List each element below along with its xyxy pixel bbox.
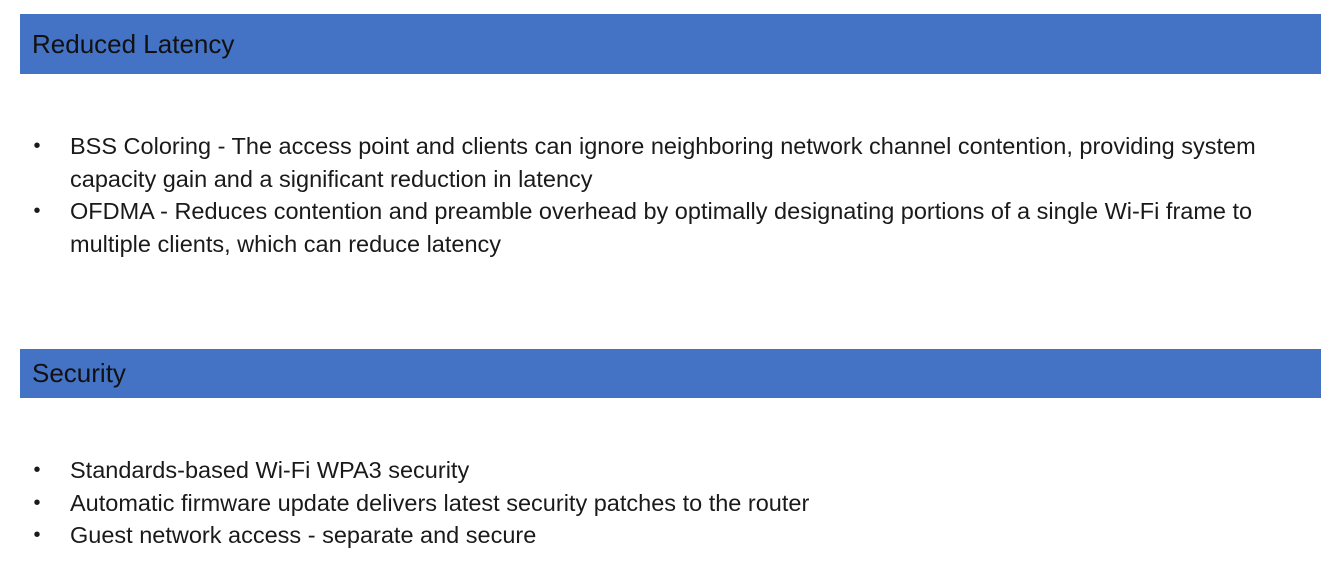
section-header-reduced-latency: Reduced Latency xyxy=(20,14,1321,74)
list-item-text: Guest network access - separate and secu… xyxy=(70,522,537,548)
list-item-text: Automatic firmware update delivers lates… xyxy=(70,489,810,516)
list-item-text: Standards-based Wi-Fi WPA3 security xyxy=(70,457,470,483)
list-item: • Guest network access - separate and se… xyxy=(30,519,1310,552)
bullet-icon: • xyxy=(33,524,41,546)
section-title: Security xyxy=(32,358,126,388)
bullet-icon: • xyxy=(33,135,41,157)
bullet-icon: • xyxy=(33,200,41,222)
list-item: • OFDMA - Reduces contention and preambl… xyxy=(30,195,1310,260)
bullet-icon: • xyxy=(33,459,41,481)
list-item-text: OFDMA - Reduces contention and preamble … xyxy=(70,198,1253,257)
section-header-security: Security xyxy=(20,349,1321,398)
list-item: • Standards-based Wi-Fi WPA3 security xyxy=(30,454,1310,487)
list-item: • BSS Coloring - The access point and cl… xyxy=(30,130,1310,195)
reduced-latency-list: • BSS Coloring - The access point and cl… xyxy=(30,130,1310,260)
section-title: Reduced Latency xyxy=(32,28,235,59)
bullet-icon: • xyxy=(33,491,41,514)
security-list: • Standards-based Wi-Fi WPA3 security • … xyxy=(30,454,1310,552)
list-item-text: BSS Coloring - The access point and clie… xyxy=(70,133,1256,192)
list-item: • Automatic firmware update delivers lat… xyxy=(30,487,1310,520)
